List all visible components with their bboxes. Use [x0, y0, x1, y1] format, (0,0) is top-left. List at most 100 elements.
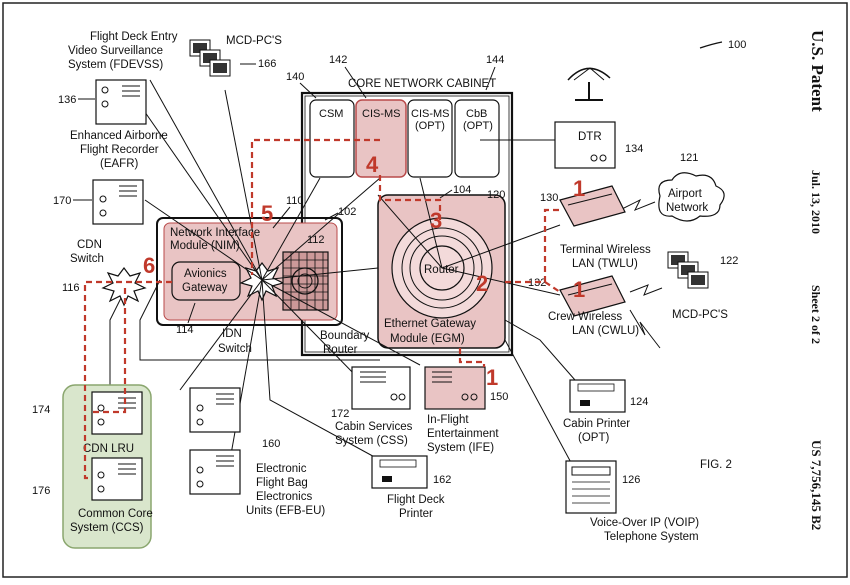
svg-text:102: 102 — [338, 206, 356, 218]
svg-text:MCD-PC'S: MCD-PC'S — [672, 309, 728, 321]
svg-text:Router: Router — [323, 344, 358, 356]
patent-header: U.S. Patent Jul. 13, 2010 Sheet 2 of 2 U… — [808, 30, 827, 530]
svg-text:Flight Bag: Flight Bag — [256, 477, 308, 489]
voip-phone: 126 Voice-Over IP (VOIP) Telephone Syste… — [565, 460, 699, 543]
svg-text:Switch: Switch — [70, 253, 104, 265]
svg-text:174: 174 — [32, 404, 50, 416]
svg-text:142: 142 — [329, 54, 347, 66]
svg-text:(EAFR): (EAFR) — [100, 158, 139, 170]
dtr-unit: DTR 134 — [554, 67, 643, 169]
callout-6: 6 — [143, 253, 155, 278]
callout-numbers: 1 1 1 2 3 4 5 6 — [143, 152, 585, 390]
nim-box-group: Network Interface Module (NIM) Avionics … — [156, 195, 369, 356]
unit-170: 170 — [53, 179, 144, 225]
svg-text:Cabin Printer: Cabin Printer — [563, 418, 630, 430]
svg-text:Voice-Over IP (VOIP): Voice-Over IP (VOIP) — [590, 517, 699, 529]
svg-text:(OPT): (OPT) — [578, 432, 609, 444]
svg-text:Common Core: Common Core — [78, 508, 153, 520]
svg-text:140: 140 — [286, 71, 304, 83]
svg-text:System (CCS): System (CCS) — [70, 522, 144, 534]
svg-text:CDN LRU: CDN LRU — [83, 443, 134, 455]
fdevss: Flight Deck Entry Video Surveillance Sys… — [68, 31, 178, 71]
svg-text:CDN: CDN — [77, 239, 102, 251]
svg-text:160: 160 — [262, 438, 280, 450]
core-network-cabinet: CORE NETWORK CABINET CSM CIS-MS CIS-MS (… — [286, 54, 514, 357]
svg-text:Telephone System: Telephone System — [604, 531, 699, 543]
nim-label-1: Network Interface — [170, 227, 260, 239]
mcd-pcs-right: 122 MCD-PC'S — [667, 251, 738, 321]
svg-text:114: 114 — [176, 324, 194, 336]
svg-text:Terminal Wireless: Terminal Wireless — [560, 244, 651, 256]
callout-1-twlu: 1 — [573, 176, 585, 201]
svg-text:170: 170 — [53, 195, 71, 207]
cis-ms-label: CIS-MS — [362, 108, 401, 120]
svg-text:Entertainment: Entertainment — [427, 428, 499, 440]
svg-text:126: 126 — [622, 474, 640, 486]
flight-deck-printer: 162 Flight Deck Printer — [371, 455, 451, 520]
callout-1-cwlu: 1 — [573, 277, 585, 302]
cbb-module — [454, 99, 500, 178]
figure-border — [2, 2, 848, 578]
cbb-label: CbB — [466, 108, 487, 120]
callout-2: 2 — [476, 271, 488, 296]
svg-text:System (CSS): System (CSS) — [335, 435, 408, 447]
callout-4: 4 — [366, 152, 379, 177]
cwlu-unit: 132 Crew Wireless LAN (CWLU) — [528, 275, 663, 349]
svg-text:176: 176 — [32, 485, 50, 497]
csm-module — [309, 99, 355, 178]
ref-100: 100 — [728, 39, 746, 51]
cabinet-title: CORE NETWORK CABINET — [348, 78, 496, 90]
svg-text:LAN (CWLU): LAN (CWLU) — [572, 325, 639, 337]
svg-text:Units (EFB-EU): Units (EFB-EU) — [246, 505, 325, 517]
ccs-unit — [91, 457, 143, 501]
svg-text:(OPT): (OPT) — [415, 120, 445, 132]
twlu-unit: 130 Terminal Wireless LAN (TWLU) — [540, 185, 651, 270]
svg-text:Switch: Switch — [218, 343, 252, 355]
svg-text:130: 130 — [540, 192, 558, 204]
svg-text:150: 150 — [490, 391, 508, 403]
router-label: Router — [424, 264, 459, 276]
svg-text:System (IFE): System (IFE) — [427, 442, 494, 454]
callout-3: 3 — [430, 208, 442, 233]
eafr-unit: 136 Enhanced Airborne Flight Recorder (E… — [58, 79, 168, 170]
egm-label-2: Module (EGM) — [390, 333, 465, 345]
nim-label-2: Module (NIM) — [170, 240, 240, 252]
svg-text:124: 124 — [630, 396, 648, 408]
svg-text:(OPT): (OPT) — [463, 120, 493, 132]
mcd-pcs-top: MCD-PC'S 166 — [189, 35, 282, 77]
mcd-top-label: MCD-PC'S — [226, 35, 282, 47]
svg-text:Flight Deck: Flight Deck — [387, 494, 445, 506]
svg-text:166: 166 — [258, 58, 276, 70]
patent-title: U.S. Patent — [808, 30, 827, 112]
svg-text:120: 120 — [487, 189, 505, 201]
cabin-services-system: 172 Cabin Services System (CSS) — [331, 366, 413, 447]
svg-text:121: 121 — [680, 152, 698, 164]
connection-lines — [109, 79, 576, 471]
svg-text:In-Flight: In-Flight — [427, 414, 469, 426]
cis-ms-opt-label: CIS-MS — [411, 108, 450, 120]
svg-text:LAN (TWLU): LAN (TWLU) — [572, 258, 638, 270]
csm-label: CSM — [319, 108, 343, 120]
callout-1-ife: 1 — [486, 365, 498, 390]
svg-text:Electronic: Electronic — [256, 463, 307, 475]
svg-text:Crew Wireless: Crew Wireless — [548, 311, 622, 323]
svg-text:116: 116 — [62, 282, 80, 294]
svg-text:Flight Recorder: Flight Recorder — [80, 144, 159, 156]
in-flight-entertainment: 150 In-Flight Entertainment System (IFE) — [424, 366, 508, 454]
svg-text:Enhanced Airborne: Enhanced Airborne — [70, 130, 168, 142]
common-core-system: CDN LRU Common Core System (CCS) 174 176 — [32, 384, 153, 549]
patent-date: Jul. 13, 2010 — [809, 170, 823, 234]
svg-text:104: 104 — [453, 184, 471, 196]
egm-label-1: Ethernet Gateway — [384, 318, 476, 330]
fig-label: FIG. 2 — [700, 459, 732, 471]
boundary-router — [282, 251, 329, 311]
svg-text:Electronics: Electronics — [256, 491, 312, 503]
cdn-switch: CDN Switch 116 — [62, 239, 147, 307]
svg-text:172: 172 — [331, 408, 349, 420]
callout-5: 5 — [261, 201, 273, 226]
svg-text:IDN: IDN — [222, 328, 242, 340]
svg-text:134: 134 — [625, 143, 643, 155]
cis-ms-opt-module — [407, 99, 453, 178]
